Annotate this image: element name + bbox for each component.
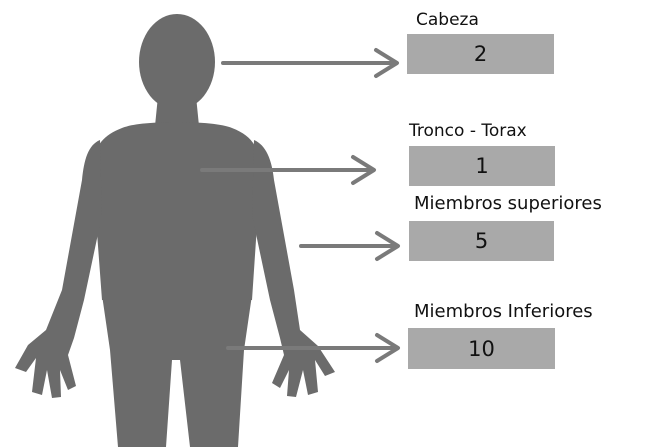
label-tronco: Tronco - Torax [409, 121, 527, 141]
silhouette-left-arm [15, 140, 102, 398]
arrow-inferiores [226, 333, 400, 363]
value-tronco: 1 [475, 154, 489, 178]
arrow-tronco [200, 155, 376, 185]
silhouette-right-arm [252, 140, 335, 397]
silhouette-neck [155, 96, 199, 126]
value-box-inferiores: 10 [408, 328, 555, 369]
label-superiores: Miembros superiores [414, 193, 602, 214]
silhouette-head [139, 14, 215, 110]
value-inferiores: 10 [468, 336, 495, 361]
silhouette-torso [92, 122, 261, 300]
arrow-superiores [299, 231, 400, 261]
value-cabeza: 2 [473, 42, 488, 66]
value-box-superiores: 5 [409, 221, 554, 261]
label-inferiores: Miembros Inferiores [414, 301, 593, 322]
value-box-tronco: 1 [409, 146, 555, 186]
silhouette-legs [102, 295, 252, 447]
human-silhouette [15, 14, 335, 447]
label-cabeza: Cabeza [416, 10, 479, 30]
arrows [200, 48, 400, 363]
value-box-cabeza: 2 [407, 34, 554, 74]
arrow-cabeza [221, 48, 399, 78]
value-superiores: 5 [474, 229, 489, 253]
